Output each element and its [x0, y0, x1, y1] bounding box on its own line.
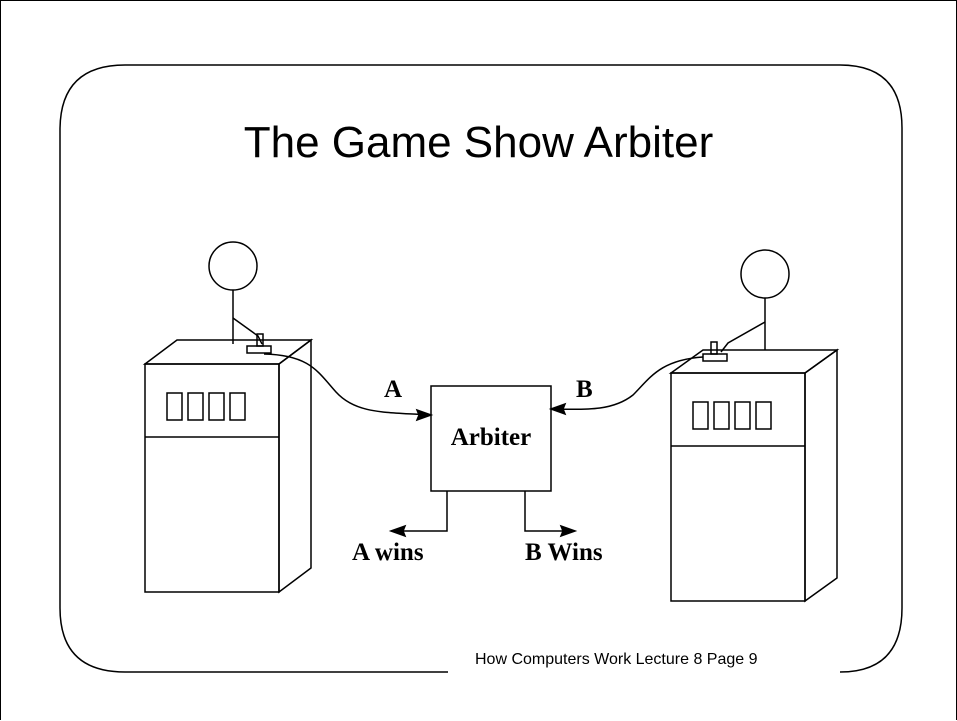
contestant-b-arm — [720, 321, 766, 353]
podium-a-digit-3 — [208, 392, 225, 421]
podium-b-digit-2 — [713, 401, 730, 430]
wire-a-arrowhead — [415, 408, 434, 422]
podium-a-digit-4 — [229, 392, 246, 421]
slide-title: The Game Show Arbiter — [243, 118, 714, 167]
contestant-b-buzzer-stem — [710, 341, 718, 355]
input-a-label: A — [384, 376, 403, 403]
output-b-arrowhead — [559, 524, 578, 538]
output-a-wire — [394, 491, 448, 532]
output-a-arrowhead — [388, 524, 407, 538]
contestant-a-buzzer — [246, 345, 272, 354]
contestant-b-buzzer — [702, 353, 728, 362]
contestant-a-arm — [232, 317, 263, 345]
contestant-a — [142, 241, 314, 594]
input-b-label: B — [576, 376, 593, 403]
podium-b-side — [804, 348, 838, 603]
contestant-b — [668, 249, 840, 603]
output-b-label: B Wins — [525, 539, 603, 566]
wire-b-arrowhead — [548, 402, 567, 416]
podium-b-digit-3 — [734, 401, 751, 430]
podium-a-side — [278, 338, 312, 594]
output-b-wire — [524, 491, 572, 532]
arbiter-label: Arbiter — [450, 424, 532, 451]
wire-a — [263, 353, 429, 416]
podium-a-digit-1 — [166, 392, 183, 421]
slide-frame — [59, 64, 903, 673]
wire-b — [553, 356, 704, 411]
podium-a-front — [144, 363, 280, 593]
contestant-b-head — [740, 249, 790, 299]
podium-a-digit-2 — [187, 392, 204, 421]
podium-b-top — [668, 349, 840, 374]
output-a-label: A wins — [352, 539, 424, 566]
slide-footer: How Computers Work Lecture 8 Page 9 — [471, 651, 762, 669]
arbiter-box — [430, 385, 552, 492]
podium-a-top — [142, 339, 314, 365]
podium-b-digit-4 — [755, 401, 772, 430]
contestant-a-head — [208, 241, 258, 291]
podium-b-front — [670, 372, 806, 602]
podium-b-digit-1 — [692, 401, 709, 430]
